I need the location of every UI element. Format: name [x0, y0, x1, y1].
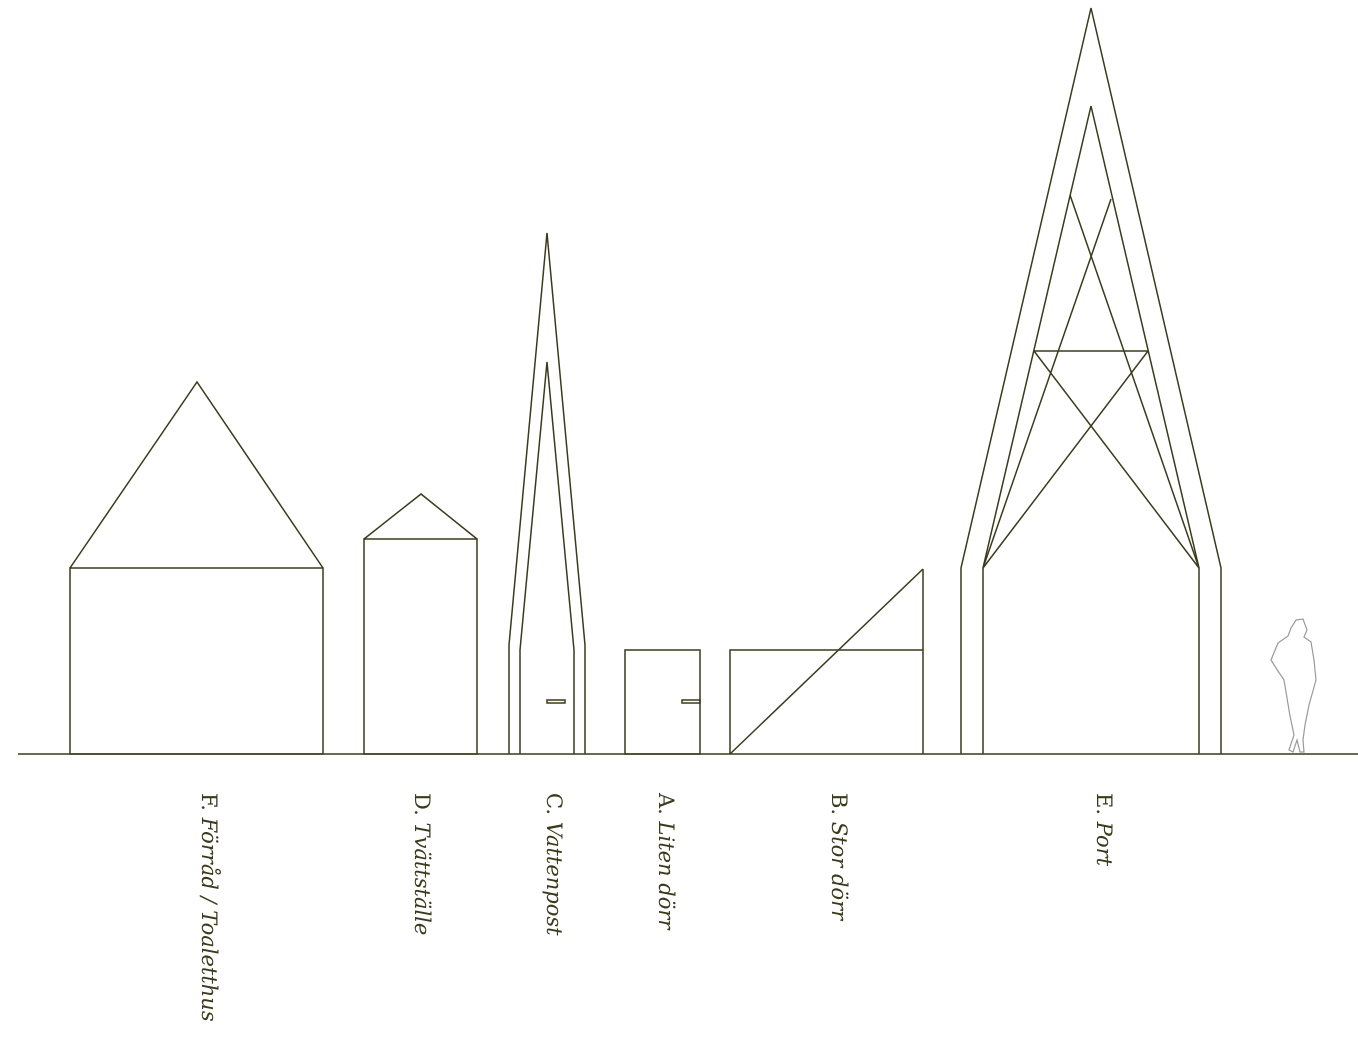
- door-handle: [546, 699, 566, 704]
- building-f-forrad: [69, 380, 324, 755]
- label-b-stor-dorr: B. Stor dörr: [827, 793, 851, 920]
- label-name: Vattenpost: [542, 821, 566, 936]
- label-letter: B.: [827, 793, 851, 816]
- label-name: Port: [1092, 821, 1116, 867]
- label-letter: E.: [1092, 793, 1116, 816]
- label-f-forrad-toaletthus: F. Förråd / Toaletthus: [197, 793, 221, 1022]
- door-handle: [681, 699, 701, 704]
- label-letter: D.: [410, 793, 434, 816]
- label-name: Liten dörr: [654, 821, 678, 930]
- label-a-liten-dorr: A. Liten dörr: [654, 793, 678, 929]
- label-letter: F.: [197, 793, 221, 811]
- door-b-stor-dorr: [729, 568, 924, 755]
- label-letter: C.: [542, 793, 566, 815]
- door-a-liten-dorr: [624, 649, 701, 755]
- gate-e-port: [960, 7, 1222, 754]
- label-e-port: E. Port: [1092, 793, 1116, 866]
- label-name: Stor dörr: [827, 821, 851, 921]
- structure-c-vattenpost: [508, 232, 586, 754]
- label-d-tvattstalle: D. Tvättställe: [410, 793, 434, 935]
- building-d-tvattstalle: [363, 493, 478, 755]
- person-silhouette-icon: [1270, 618, 1317, 753]
- label-c-vattenpost: C. Vattenpost: [542, 793, 566, 936]
- label-name: Förråd / Toaletthus: [197, 817, 221, 1022]
- label-letter: A.: [654, 793, 678, 815]
- label-name: Tvättställe: [410, 822, 434, 936]
